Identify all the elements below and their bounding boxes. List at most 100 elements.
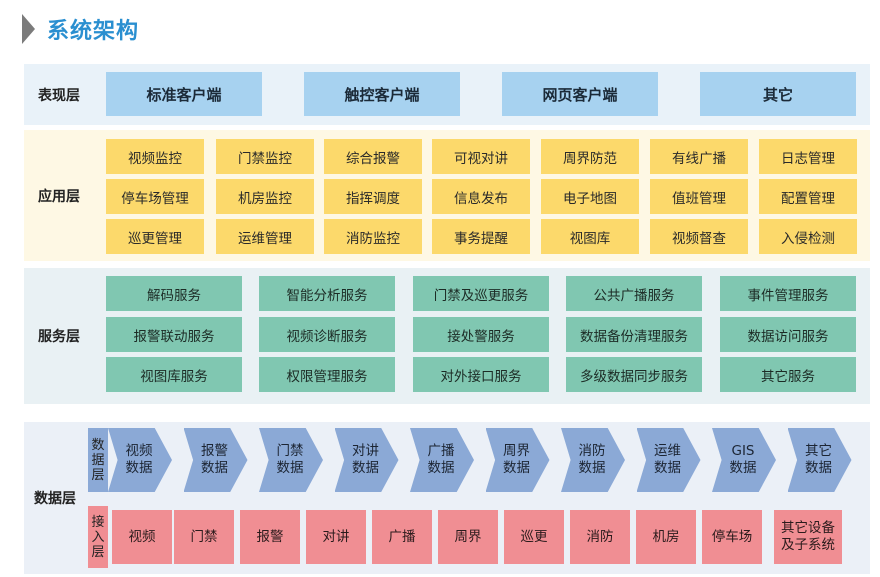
application-layer: 应用层 视频监控门禁监控综合报警可视对讲周界防范有线广播日志管理停车场管理机房监… (24, 130, 870, 261)
page-title: 系统架构 (47, 19, 140, 44)
data-source-label: 报警数据 (198, 443, 232, 477)
data-source-arrow: 视频数据 (108, 428, 172, 492)
application-module: 日志管理 (759, 139, 857, 174)
access-device-line1: 报警 (256, 528, 284, 545)
data-source-arrow: 门禁数据 (259, 428, 323, 492)
application-module: 门禁监控 (216, 139, 314, 174)
data-source-line1: 运维 (654, 443, 681, 459)
service-module: 视图库服务 (106, 357, 242, 392)
data-source-line1: 广播 (427, 443, 455, 459)
application-module: 配置管理 (759, 179, 857, 214)
sublayer-label-access: 接入层 (88, 506, 108, 568)
data-source-line2: 数据 (578, 460, 606, 476)
service-module: 视频诊断服务 (259, 317, 395, 352)
access-device: 其它设备及子系统 (774, 510, 842, 564)
data-source-arrow: 运维数据 (636, 428, 701, 492)
data-source-line1: 门禁 (276, 443, 304, 459)
presentation-item: 其它 (700, 72, 856, 116)
application-module: 视频督查 (650, 219, 748, 254)
data-source-line2: 数据 (427, 460, 455, 476)
layer-label-data: 数据层 (34, 491, 76, 507)
data-source-line2: 数据 (125, 460, 153, 476)
application-module: 指挥调度 (324, 179, 422, 214)
data-source-line2: 数据 (654, 460, 681, 476)
access-device: 机房 (636, 510, 696, 564)
data-source-label: 对讲数据 (349, 443, 383, 477)
presentation-item: 标准客户端 (106, 72, 262, 116)
access-device: 门禁 (174, 510, 234, 564)
service-module: 事件管理服务 (720, 276, 856, 311)
service-module: 门禁及巡更服务 (413, 276, 549, 311)
application-module: 机房监控 (216, 179, 314, 214)
data-source-line2: 数据 (503, 460, 530, 476)
data-source-line1: 周界 (503, 443, 530, 459)
service-module: 公共广播服务 (566, 276, 702, 311)
access-device-line1: 巡更 (520, 528, 548, 545)
access-device-line1: 停车场 (711, 528, 753, 545)
sublayer-label-char: 数 (91, 437, 105, 453)
access-device-line2: 及子系统 (781, 537, 835, 553)
access-device-line1: 机房 (652, 528, 680, 545)
access-device-line1: 周界 (454, 528, 482, 545)
data-source-line2: 数据 (276, 460, 304, 476)
layer-label-application: 应用层 (38, 188, 80, 205)
application-module: 值班管理 (650, 179, 748, 214)
service-module: 报警联动服务 (106, 317, 242, 352)
access-device: 视频 (112, 510, 172, 564)
data-source-label: 消防数据 (575, 443, 609, 477)
access-device: 巡更 (504, 510, 564, 564)
service-module: 多级数据同步服务 (566, 357, 702, 392)
service-module: 对外接口服务 (413, 357, 549, 392)
access-device-line1: 消防 (586, 528, 614, 545)
chevron-right-icon (22, 14, 35, 44)
data-source-line1: GIS (731, 443, 755, 459)
application-module: 事务提醒 (432, 219, 530, 254)
access-device: 广播 (372, 510, 432, 564)
access-device: 周界 (438, 510, 498, 564)
data-source-line1: 其它 (805, 443, 832, 459)
data-source-arrow: 消防数据 (561, 428, 625, 492)
application-module: 巡更管理 (106, 219, 204, 254)
data-source-arrow: 对讲数据 (334, 428, 399, 492)
data-source-line1: 消防 (578, 443, 606, 459)
sublayer-label-char: 层 (91, 467, 105, 483)
application-module: 信息发布 (432, 179, 530, 214)
service-module: 数据访问服务 (720, 317, 856, 352)
data-source-arrow: 报警数据 (183, 428, 248, 492)
sublayer-label-char: 层 (91, 544, 105, 560)
data-source-arrow: 周界数据 (485, 428, 550, 492)
data-source-label: 运维数据 (651, 443, 685, 477)
access-device: 消防 (570, 510, 630, 564)
service-module: 接处警服务 (413, 317, 549, 352)
data-source-line2: 数据 (729, 460, 757, 476)
data-layer: 数据层 数据层 接入层 视频数据报警数据门禁数据对讲数据广播数据周界数据消防数据… (24, 422, 870, 574)
service-module: 数据备份清理服务 (566, 317, 702, 352)
presentation-item: 触控客户端 (304, 72, 460, 116)
data-source-label: 视频数据 (122, 443, 156, 477)
page-title-block: 系统架构 (22, 12, 139, 46)
data-source-line1: 报警 (201, 443, 228, 459)
service-layer: 服务层 解码服务智能分析服务门禁及巡更服务公共广播服务事件管理服务报警联动服务视… (24, 268, 870, 404)
service-module: 解码服务 (106, 276, 242, 311)
data-source-line2: 数据 (352, 460, 379, 476)
presentation-layer: 表现层 标准客户端 触控客户端 网页客户端 其它 (24, 64, 870, 125)
access-device-line1: 其它设备 (781, 520, 835, 536)
application-module: 电子地图 (541, 179, 639, 214)
layer-label-presentation: 表现层 (38, 87, 80, 104)
access-device: 报警 (240, 510, 300, 564)
sublayer-label-char: 据 (91, 452, 105, 468)
data-source-arrow: 其它数据 (787, 428, 852, 492)
service-module: 其它服务 (720, 357, 856, 392)
access-device-line1: 对讲 (322, 528, 350, 545)
application-module: 视频监控 (106, 139, 204, 174)
service-module: 权限管理服务 (259, 357, 395, 392)
access-device: 停车场 (702, 510, 762, 564)
application-module: 停车场管理 (106, 179, 204, 214)
data-source-line2: 数据 (201, 460, 228, 476)
application-module: 周界防范 (541, 139, 639, 174)
application-module: 有线广播 (650, 139, 748, 174)
sublayer-label-data: 数据层 (88, 428, 108, 492)
access-device-line1: 广播 (388, 528, 416, 545)
